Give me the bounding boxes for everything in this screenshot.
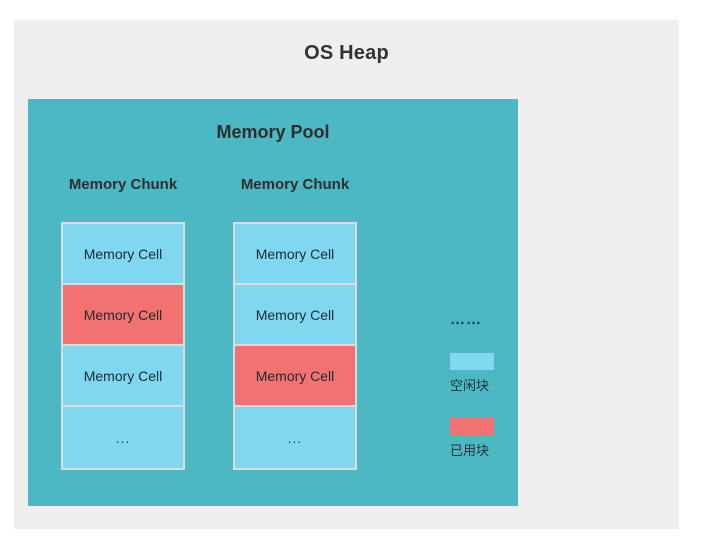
memory-cell[interactable]: Memory Cell [63,224,183,285]
memory-cell[interactable]: Memory Cell [235,285,355,346]
continuation-ellipsis: …… [450,311,482,328]
memory-pool-box: Memory Pool Memory Chunk Memory Cell Mem… [28,99,518,506]
legend-entry-used: 已用块 [422,418,512,459]
legend-swatch-free-icon [450,353,494,370]
memory-chunk-1-cells: Memory Cell Memory Cell Memory Cell ... [61,222,185,470]
memory-chunk-1: Memory Chunk Memory Cell Memory Cell Mem… [61,176,185,470]
memory-cell[interactable]: Memory Cell [235,224,355,285]
memory-pool-title: Memory Pool [216,122,330,142]
os-heap-panel: OS Heap Memory Pool Memory Chunk Memory … [14,20,679,529]
memory-cell[interactable]: Memory Cell [235,346,355,407]
memory-chunk-2-label: Memory Chunk [240,176,350,193]
memory-cell-ellipsis: ... [235,407,355,468]
legend-swatch-used-icon [450,418,494,435]
memory-chunk-2: Memory Chunk Memory Cell Memory Cell Mem… [233,176,357,470]
memory-chunk-1-label: Memory Chunk [68,176,178,193]
legend: …… 空闲块 已用块 [422,311,512,459]
legend-entry-free: 空闲块 [422,353,512,394]
os-heap-title: OS Heap [304,42,389,64]
memory-chunk-2-cells: Memory Cell Memory Cell Memory Cell ... [233,222,357,470]
legend-label-used: 已用块 [450,443,490,458]
memory-cell-ellipsis: ... [63,407,183,468]
memory-cell[interactable]: Memory Cell [63,346,183,407]
memory-cell[interactable]: Memory Cell [63,285,183,346]
legend-label-free: 空闲块 [450,378,490,393]
